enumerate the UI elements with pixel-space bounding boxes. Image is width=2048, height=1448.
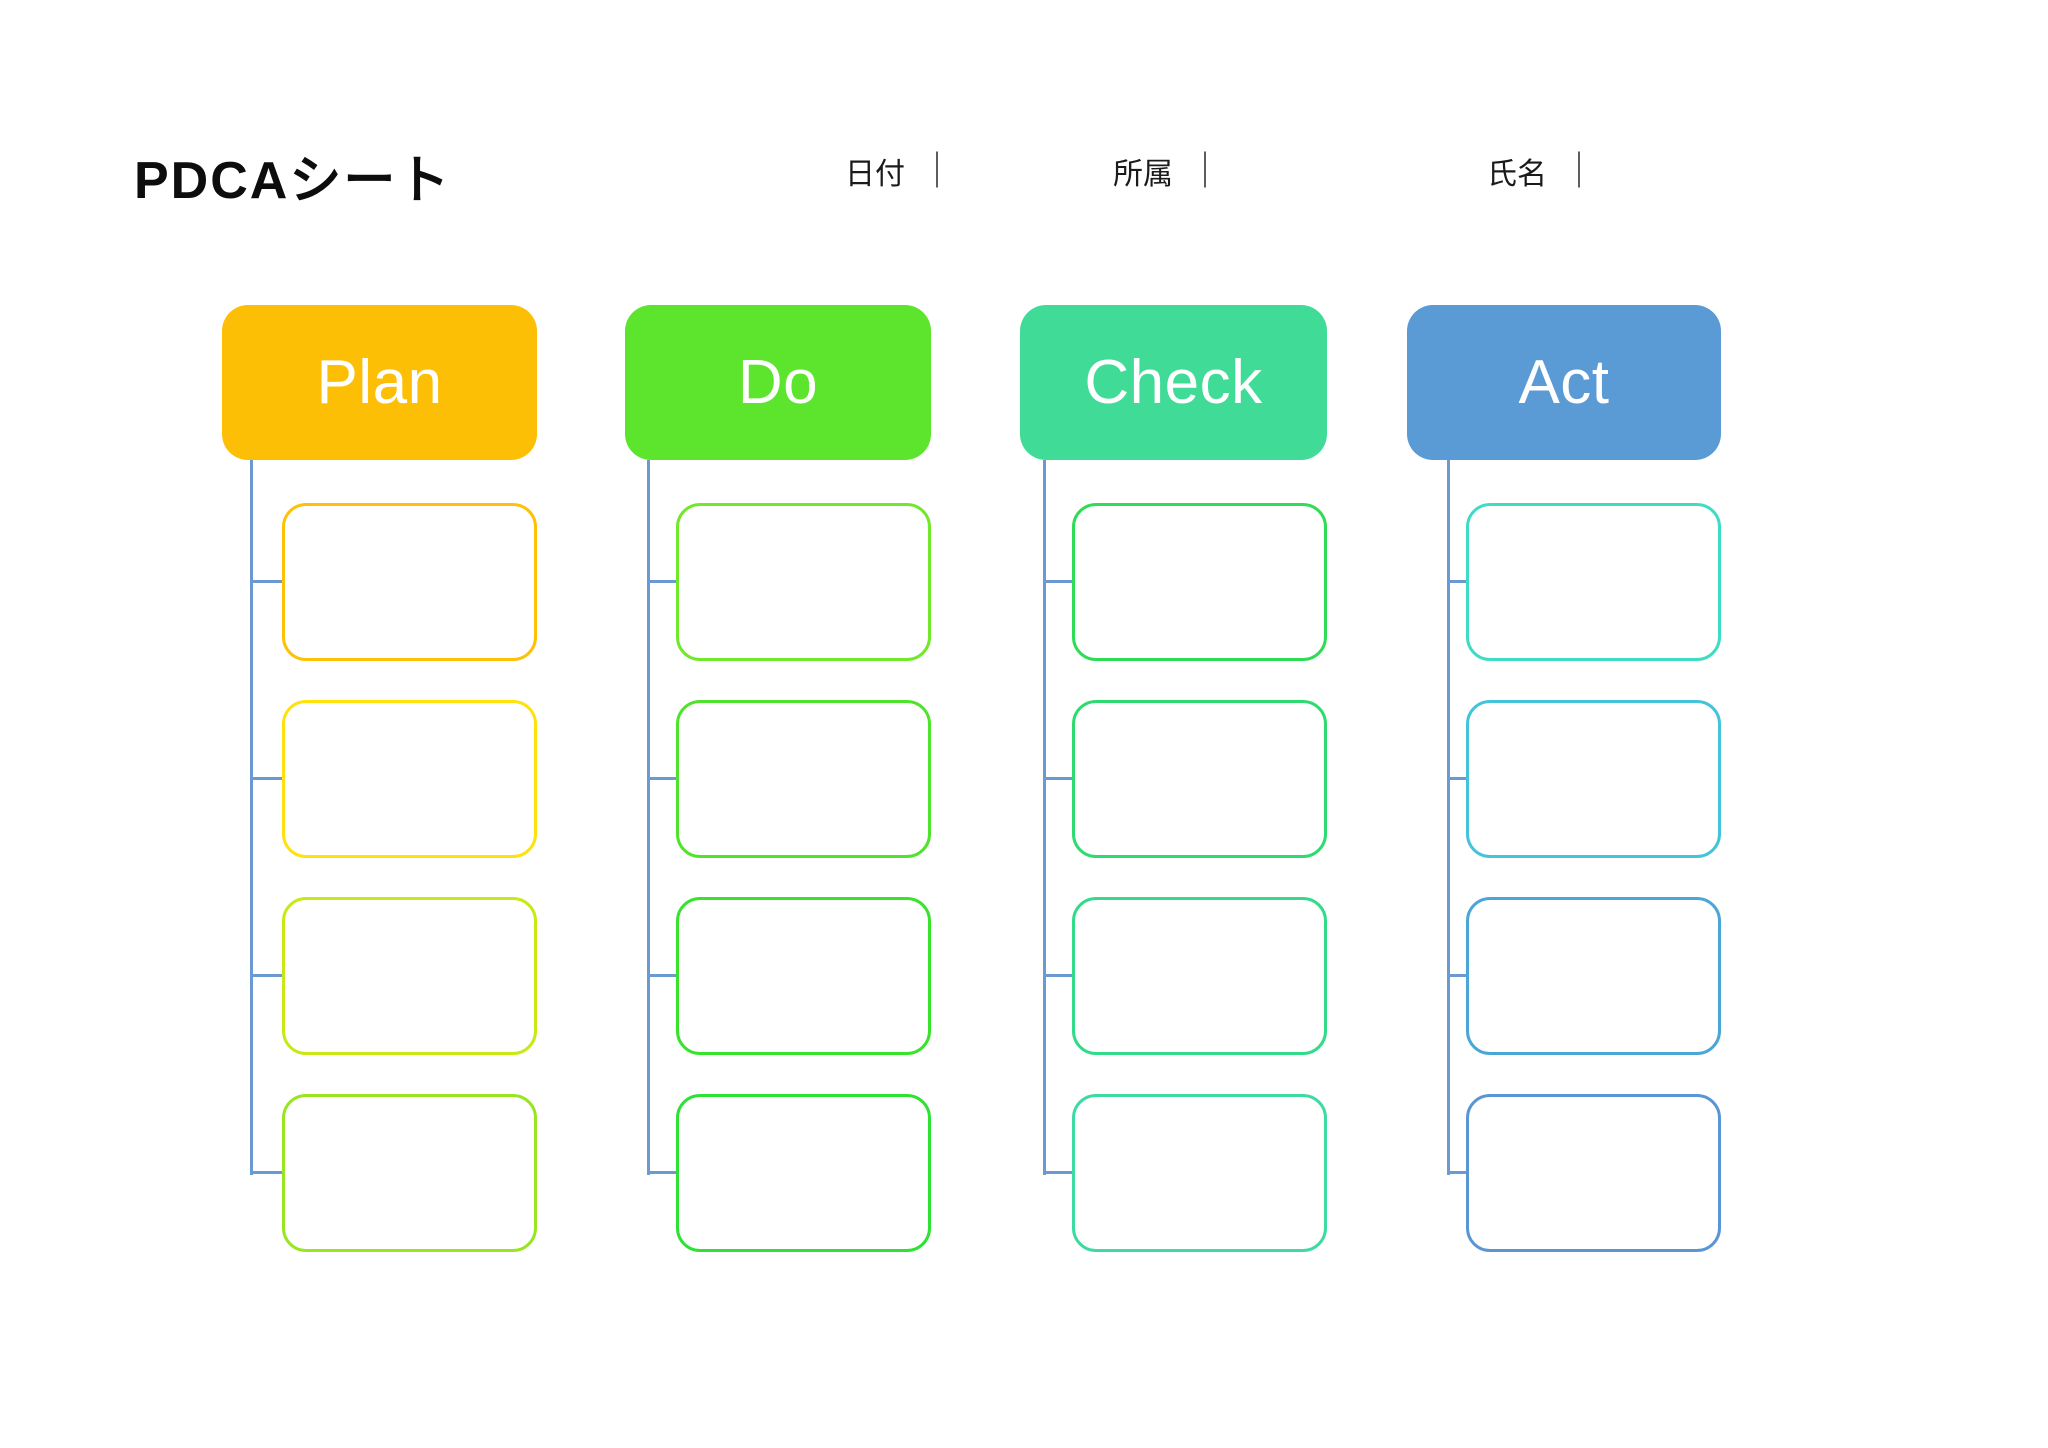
- check-connector-stub-1: [1043, 580, 1074, 583]
- act-connector-stub-4: [1447, 1171, 1468, 1174]
- plan-entry-box-4[interactable]: [282, 1094, 537, 1252]
- do-connector-stub-2: [647, 777, 678, 780]
- do-connector-trunk: [647, 460, 650, 1175]
- check-connector-stub-4: [1043, 1171, 1074, 1174]
- do-connector-stub-1: [647, 580, 678, 583]
- act-entry-box-1[interactable]: [1466, 503, 1721, 661]
- date-label: 日付: [845, 158, 905, 191]
- act-entry-box-3[interactable]: [1466, 897, 1721, 1055]
- page-title: PDCAシート: [134, 152, 452, 210]
- act-connector-stub-3: [1447, 974, 1468, 977]
- plan-connector-stub-1: [250, 580, 284, 583]
- plan-connector-stub-2: [250, 777, 284, 780]
- act-entry-box-2[interactable]: [1466, 700, 1721, 858]
- check-header: Check: [1020, 305, 1327, 460]
- plan-connector-trunk: [250, 460, 253, 1175]
- do-connector-stub-4: [647, 1171, 678, 1174]
- plan-header: Plan: [222, 305, 537, 460]
- do-entry-box-2[interactable]: [676, 700, 931, 858]
- act-header-label: Act: [1518, 348, 1610, 417]
- check-connector-trunk: [1043, 460, 1046, 1175]
- act-connector-stub-2: [1447, 777, 1468, 780]
- check-entry-box-2[interactable]: [1072, 700, 1327, 858]
- date-divider-bar: ｜: [919, 150, 956, 191]
- plan-header-label: Plan: [316, 348, 443, 417]
- date-field: 日付 ｜: [845, 149, 955, 193]
- department-divider-bar: ｜: [1187, 150, 1224, 191]
- do-header-label: Do: [737, 348, 819, 417]
- act-connector-stub-1: [1447, 580, 1468, 583]
- name-divider-bar: ｜: [1561, 150, 1598, 191]
- act-entry-box-4[interactable]: [1466, 1094, 1721, 1252]
- do-connector-stub-3: [647, 974, 678, 977]
- act-header: Act: [1407, 305, 1721, 460]
- do-header: Do: [625, 305, 931, 460]
- act-connector-trunk: [1447, 460, 1450, 1175]
- plan-connector-stub-4: [250, 1171, 284, 1174]
- check-entry-box-1[interactable]: [1072, 503, 1327, 661]
- do-entry-box-1[interactable]: [676, 503, 931, 661]
- check-header-label: Check: [1084, 348, 1263, 417]
- check-connector-stub-2: [1043, 777, 1074, 780]
- check-entry-box-4[interactable]: [1072, 1094, 1327, 1252]
- do-entry-box-4[interactable]: [676, 1094, 931, 1252]
- check-entry-box-3[interactable]: [1072, 897, 1327, 1055]
- do-entry-box-3[interactable]: [676, 897, 931, 1055]
- department-label: 所属: [1113, 158, 1173, 191]
- plan-entry-box-3[interactable]: [282, 897, 537, 1055]
- plan-entry-box-2[interactable]: [282, 700, 537, 858]
- name-field: 氏名 ｜: [1487, 149, 1597, 193]
- plan-connector-stub-3: [250, 974, 284, 977]
- department-field: 所属 ｜: [1113, 149, 1223, 193]
- check-connector-stub-3: [1043, 974, 1074, 977]
- plan-entry-box-1[interactable]: [282, 503, 537, 661]
- name-label: 氏名: [1487, 158, 1547, 191]
